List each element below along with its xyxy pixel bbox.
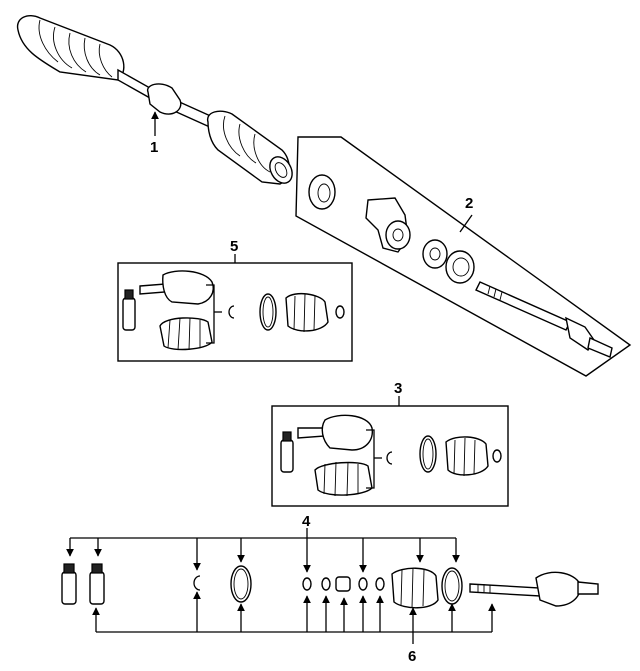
callout-4: 4	[302, 513, 311, 530]
exploded-components[interactable]	[61, 528, 599, 644]
boot-kit-5[interactable]	[117, 254, 353, 362]
callout-2: 2	[465, 195, 473, 212]
boot-kit-3[interactable]	[271, 396, 509, 507]
callout-5: 5	[230, 238, 238, 255]
callout-1: 1	[150, 139, 158, 156]
callout-6: 6	[408, 648, 416, 665]
axle-shaft-assembly[interactable]	[16, 14, 297, 187]
outer-joint-kit[interactable]	[295, 136, 632, 377]
callout-3: 3	[394, 380, 402, 397]
